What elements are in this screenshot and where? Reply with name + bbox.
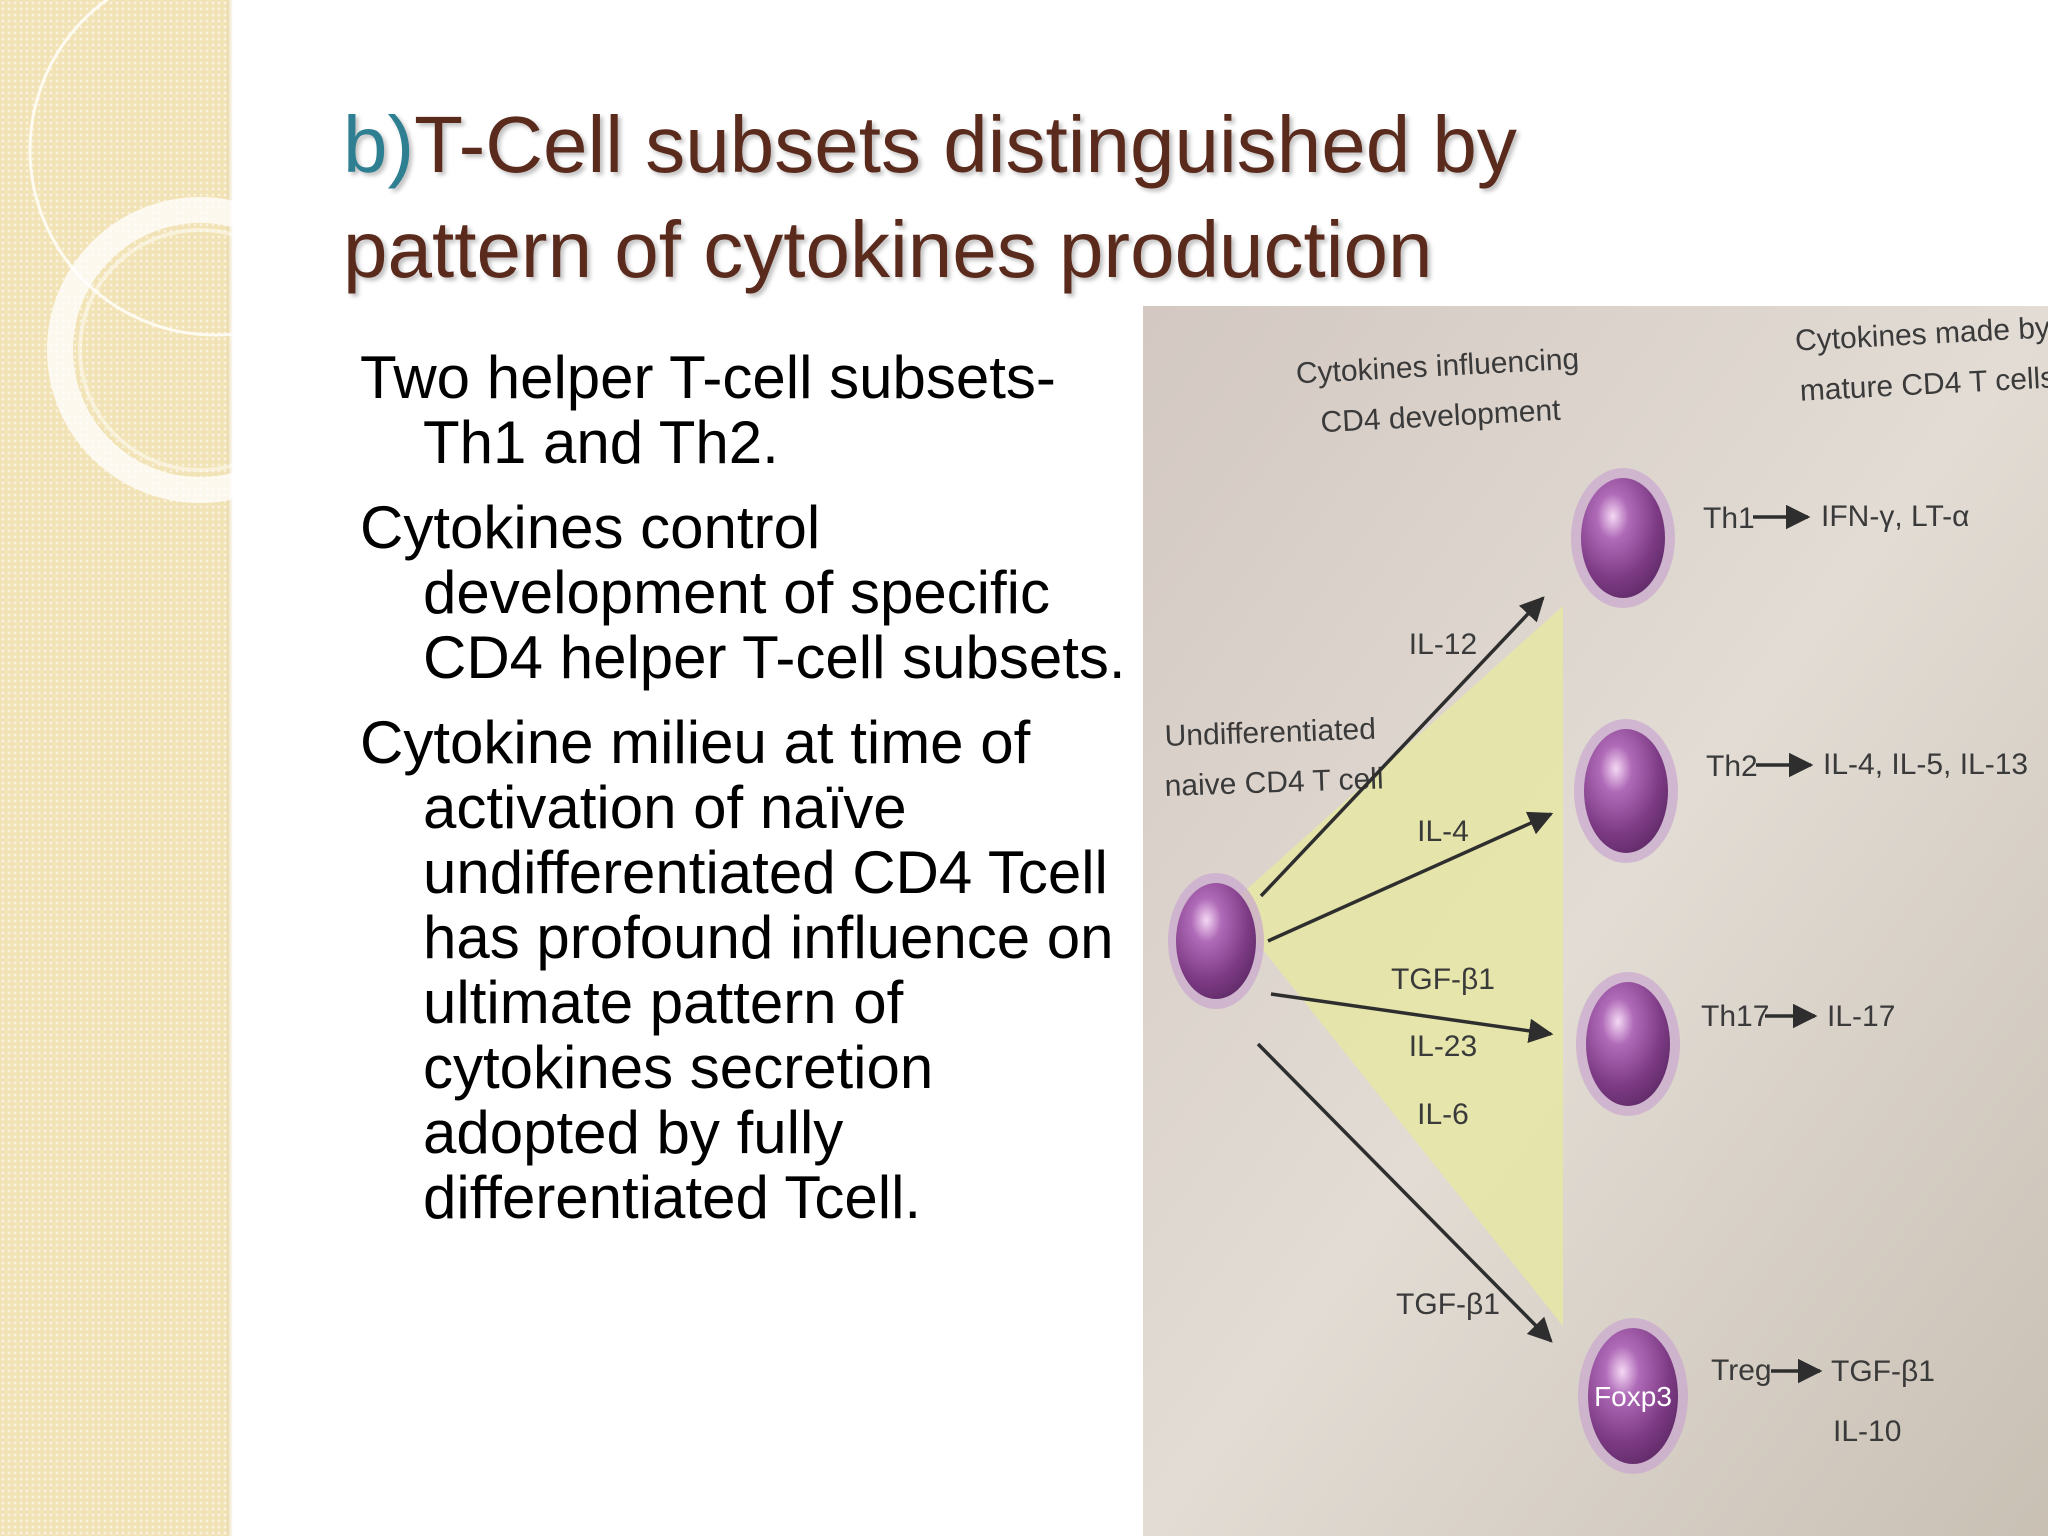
subset-th17: Th17 (1701, 1000, 1769, 1033)
slide-title: b)T-Cell subsets distinguished by pattern… (343, 92, 1843, 302)
th17-cell (1576, 972, 1680, 1116)
bullet-3: Cytokine milieu at time of activation of… (360, 709, 1114, 1231)
decorative-circles (28, 0, 260, 503)
foxp3-label: Foxp3 (1594, 1381, 1672, 1412)
naive-label-line-2: naive CD4 T cell (1164, 762, 1384, 803)
subset-th2: Th2 (1706, 750, 1758, 783)
naive-cell (1168, 873, 1264, 1009)
influence-tgfb1-treg: TGF-β1 (1396, 1288, 1500, 1321)
influence-fan (1228, 606, 1563, 1326)
influence-il6: IL-6 (1417, 1098, 1469, 1131)
arrow-th17 (1270, 992, 1554, 1044)
t-cell-differentiation-diagram: Cytokines influencing CD4 development Cy… (1143, 306, 2048, 1536)
influence-il12: IL-12 (1409, 628, 1477, 661)
th2-cell (1574, 719, 1678, 863)
influence-tgfb1-th17: TGF-β1 (1391, 963, 1495, 996)
influence-il23: IL-23 (1409, 1030, 1477, 1063)
treg-cell (1578, 1318, 1688, 1474)
products-th2: IL-4, IL-5, IL-13 (1823, 748, 2028, 781)
products-th1: IFN-γ, LT-α (1821, 500, 1969, 533)
bullet-2: Cytokines control development of specifi… (360, 494, 1126, 691)
subset-th1: Th1 (1703, 502, 1755, 535)
arrow-treg (1256, 1042, 1553, 1343)
arrow-th1 (1259, 596, 1545, 898)
sidebar-edge (227, 0, 233, 1536)
products-th17: IL-17 (1827, 1000, 1895, 1033)
title-prefix: b) (343, 100, 415, 189)
subset-treg: Treg (1711, 1354, 1772, 1387)
title-line-1: T-Cell subsets distinguished by (414, 100, 1517, 189)
influence-il4: IL-4 (1417, 815, 1469, 848)
products-treg-1: TGF-β1 (1831, 1355, 1935, 1388)
bullet-1: Two helper T-cell subsets-Th1 and Th2. (360, 344, 1056, 476)
arrow-th2 (1267, 811, 1554, 943)
th1-cell (1571, 468, 1675, 608)
title-line-2: pattern of cytokines production (343, 205, 1433, 294)
bullet-list: Two helper T-cell subsets-Th1 and Th2. C… (360, 345, 1130, 1250)
naive-label-line-1: Undifferentiated (1164, 713, 1376, 753)
products-treg-2: IL-10 (1833, 1415, 1901, 1448)
